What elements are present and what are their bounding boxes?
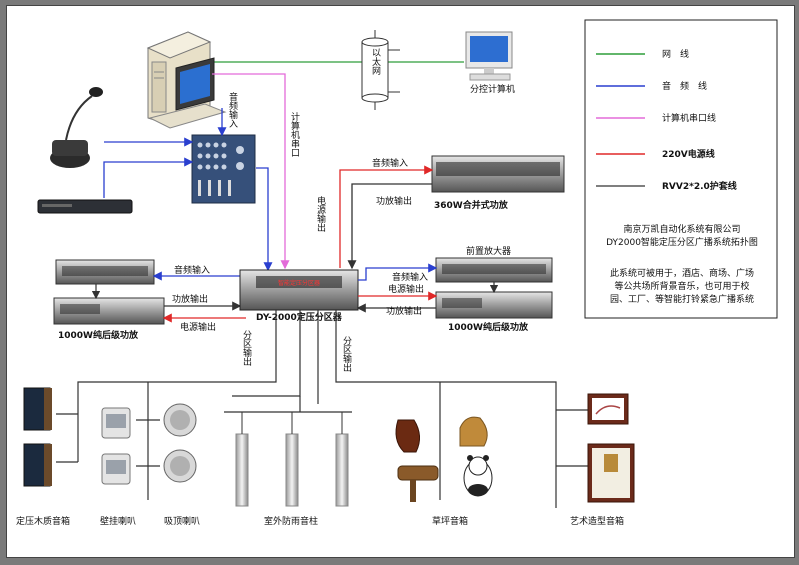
zone-out-label-1: 分区输出 — [241, 330, 252, 367]
amp-1000w-left: 1000W纯后级功放 — [53, 297, 165, 341]
art-speakers: 艺术造型音箱 — [570, 393, 635, 527]
power-out-360-label: 电源输出 — [315, 195, 326, 233]
amp-1000w-left-label: 1000W纯后级功放 — [58, 329, 139, 341]
svg-text:音 频 线: 音 频 线 — [662, 80, 707, 92]
column-speaker-label: 室外防雨音柱 — [264, 515, 318, 527]
sub-pc-label: 分控计算机 — [470, 83, 515, 95]
note-line-3: 园、工厂、等智能打铃紧急广播系统 — [610, 293, 754, 305]
ceiling-speaker-label: 吸顶喇叭 — [164, 515, 200, 527]
wall-speaker-label: 壁挂喇叭 — [100, 515, 136, 527]
amp-1000w-right: 1000W纯后级功放 — [435, 291, 553, 333]
wood-speaker-label: 定压木质音箱 — [16, 515, 70, 527]
art-speaker-label: 艺术造型音箱 — [570, 515, 624, 527]
preamp-right: 前置放大器 — [435, 245, 553, 283]
amp-1000w-right-label: 1000W纯后级功放 — [448, 321, 529, 333]
amp-out-right-label: 功放输出 — [386, 305, 422, 317]
legend-item-audio: 音 频 线 — [596, 80, 707, 92]
amp-1000w-left-preamp — [55, 259, 155, 285]
audio-mixer — [191, 134, 256, 204]
audio-links-sources — [103, 108, 227, 198]
dvd-player — [37, 199, 133, 214]
svg-text:RVV2*2.0护套线: RVV2*2.0护套线 — [662, 180, 737, 192]
audio-in-360-link — [339, 165, 434, 268]
ethernet-label: 以太网 — [370, 48, 381, 76]
svg-text:220V电源线: 220V电源线 — [662, 148, 715, 160]
audio-in-right-label: 音频输入 — [392, 271, 428, 283]
amp-360w-label: 360W合并式功放 — [434, 199, 509, 211]
audio-in-pc-label: 音频输入 — [227, 91, 238, 128]
zone-out-label-2: 分区输出 — [341, 336, 352, 373]
amp-out-360-link — [347, 183, 432, 270]
serial-link — [212, 73, 290, 270]
main-zone-controller: 智能定压分区器 DY-2000定压分区器 — [239, 269, 359, 323]
wall-speakers: 壁挂喇叭 — [100, 407, 136, 527]
legend-box: 网 线 音 频 线 计算机串口线 220V电源线 RVV2*2.0护套线 南京万… — [584, 19, 778, 319]
power-out-right-label: 电源输出 — [388, 283, 424, 295]
svg-text:计算机串口线: 计算机串口线 — [662, 112, 716, 124]
ceiling-speakers: 吸顶喇叭 — [163, 403, 200, 527]
legend-item-power: 220V电源线 — [596, 148, 715, 160]
zone-output-wiring — [56, 310, 588, 508]
audio-in-right-link — [358, 263, 438, 281]
lawn-speakers: 草坪音箱 — [395, 416, 493, 527]
ethernet-hub: 以太网 — [361, 30, 400, 110]
legend-item-network: 网 线 — [596, 48, 689, 60]
serial-label: 计算机串口 — [289, 111, 300, 157]
legend-item-serial: 计算机串口线 — [596, 112, 716, 124]
main-computer — [146, 31, 227, 129]
audio-in-360-label: 音频输入 — [372, 157, 408, 169]
note-line-1: 此系统可被用于，酒店、商场、广场 — [610, 267, 754, 279]
note-line-2: 等公共场所背景音乐，也可用于校 — [614, 280, 749, 292]
sub-control-computer: 分控计算机 — [465, 31, 515, 95]
legend-item-cable: RVV2*2.0护套线 — [596, 180, 737, 192]
main-unit-panel-text: 智能定压分区器 — [278, 279, 320, 287]
power-out-left-label: 电源输出 — [180, 321, 216, 333]
company-name: 南京万凯自动化系统有限公司 — [623, 223, 740, 235]
amp-out-left-label: 功放输出 — [172, 293, 208, 305]
microphone — [50, 87, 103, 168]
audio-in-left-label: 音频输入 — [174, 264, 210, 276]
system-title: DY2000智能定压分区广播系统拓扑图 — [606, 236, 758, 248]
column-speakers: 室外防雨音柱 — [235, 412, 349, 527]
amp-out-360-label: 功放输出 — [376, 195, 412, 207]
lawn-speaker-label: 草坪音箱 — [432, 515, 468, 527]
svg-text:网 线: 网 线 — [662, 48, 689, 60]
wood-speakers: 定压木质音箱 — [16, 387, 70, 527]
main-unit-label: DY-2000定压分区器 — [256, 311, 343, 323]
mixer-to-main-link — [256, 167, 273, 272]
amp-360w: 360W合并式功放 — [431, 155, 565, 211]
preamp-label: 前置放大器 — [466, 245, 511, 257]
